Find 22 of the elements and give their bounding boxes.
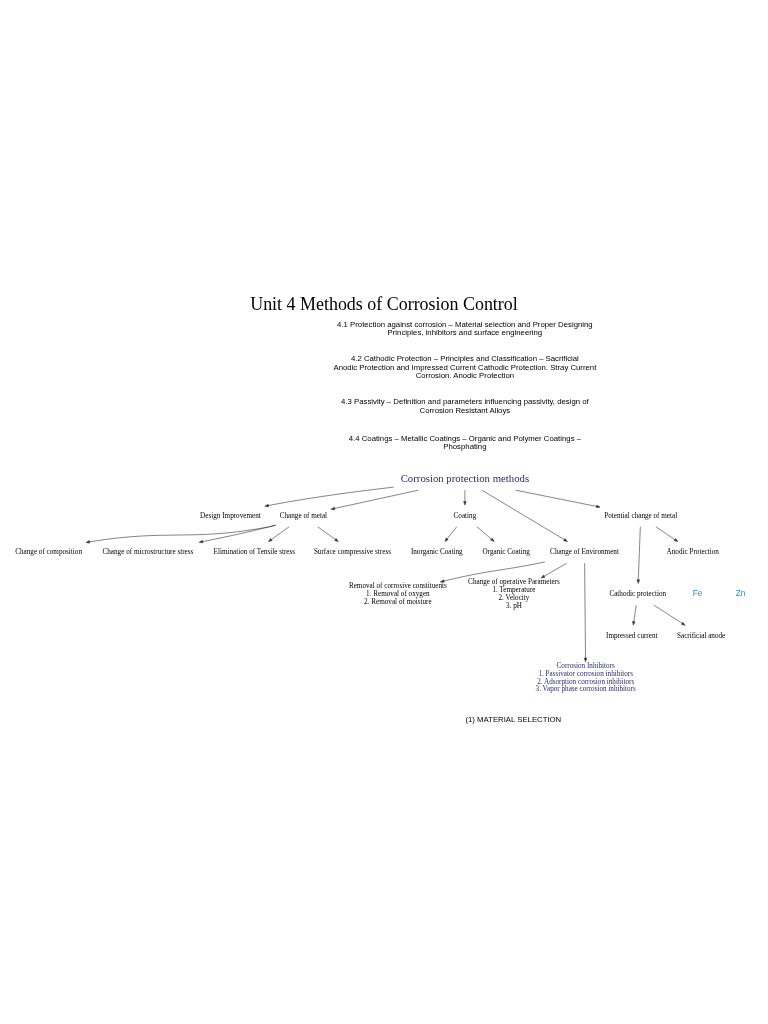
arrow (632, 604, 637, 626)
arrow (198, 524, 277, 544)
arrow (317, 526, 339, 542)
arrow (653, 604, 686, 626)
label: Zn (735, 588, 746, 599)
arrow (440, 561, 546, 583)
arrow (476, 526, 495, 542)
arrow (85, 525, 277, 544)
arrow (636, 526, 641, 584)
arrow (444, 526, 458, 542)
arrow (540, 562, 567, 579)
arrow (515, 489, 601, 508)
arrow (268, 526, 290, 542)
arrow (481, 489, 568, 542)
arrow (264, 486, 394, 508)
diagram-title: Unit 4 Methods of Corrosion Control (250, 294, 518, 315)
arrow (330, 489, 419, 510)
arrow (583, 562, 588, 662)
node-text: Corrosion protection methods (400, 472, 530, 485)
label: Fe (692, 588, 703, 599)
arrow (463, 489, 467, 506)
arrow (655, 526, 679, 542)
